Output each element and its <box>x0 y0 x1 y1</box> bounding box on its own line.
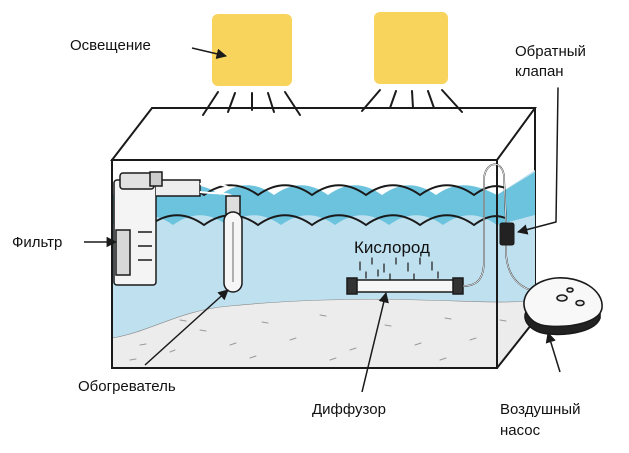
light-rays <box>202 89 463 116</box>
air-tube-inner <box>462 164 531 291</box>
label-lighting: Освещение <box>70 37 151 54</box>
lamp-left <box>212 14 292 86</box>
tank-front <box>111 159 498 369</box>
check-valve-device <box>499 222 515 246</box>
label-heater: Обогреватель <box>78 378 176 395</box>
heater-device <box>223 195 243 293</box>
air-pump-device <box>523 277 603 336</box>
label-check-valve-1: Обратный <box>515 43 586 60</box>
leader-arrows <box>84 47 561 393</box>
label-filter: Фильтр <box>12 234 63 251</box>
water-surface <box>112 172 535 225</box>
label-air-pump-1: Воздушный <box>500 401 581 418</box>
label-air-pump-2: насос <box>500 422 541 439</box>
wave-line-bottom <box>149 214 506 227</box>
filter-device <box>113 171 233 286</box>
sand-grains <box>129 314 507 361</box>
diffuser-device <box>346 277 464 295</box>
tank-edge-bottom <box>496 319 536 369</box>
oxygen-bubbles <box>359 257 439 281</box>
sand <box>111 298 536 369</box>
label-check-valve-2: клапан <box>515 63 564 80</box>
label-oxygen: Кислород <box>354 238 430 257</box>
lamp-right <box>374 12 448 84</box>
label-diffuser: Диффузор <box>312 401 386 418</box>
